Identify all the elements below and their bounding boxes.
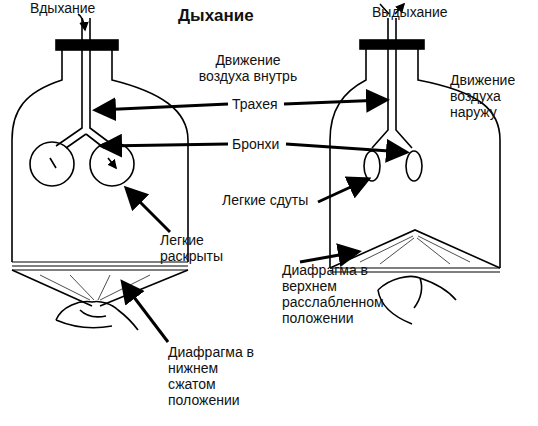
part-label: Диафрагма в верхнем расслабленном положе…	[282, 262, 386, 326]
leader-arrow	[104, 144, 228, 146]
deflated-lung	[406, 151, 422, 181]
air-arrow	[50, 158, 116, 168]
leader-arrow	[128, 190, 170, 232]
part-label: Диафрагма в нижнем сжатом положении	[168, 344, 268, 408]
diaphragm-membrane	[12, 270, 188, 306]
left-jar	[12, 14, 188, 330]
deflated-lung	[364, 151, 380, 181]
part-label: Легкие сдуты	[222, 192, 322, 208]
hand	[56, 301, 138, 330]
hand	[378, 277, 456, 325]
diagram-title: Дыхание	[178, 6, 254, 26]
stopper	[360, 40, 424, 49]
trachea-tube	[56, 18, 114, 148]
part-label: Трахея	[232, 96, 302, 112]
membrane-folds	[360, 236, 470, 264]
trachea-tube	[372, 18, 412, 148]
leader-arrow	[300, 252, 356, 262]
inhale-arrow	[78, 14, 85, 30]
airflow-label: Движение воздуха внутрь	[192, 52, 304, 84]
airflow-label: Движение воздуха наружу	[450, 72, 534, 120]
leader-arrows	[98, 100, 404, 342]
jar-glass	[12, 50, 188, 262]
leader-arrow	[286, 144, 404, 152]
exhale-label: Выдыхание	[372, 4, 482, 20]
part-label: Бронхи	[232, 136, 302, 152]
stopper	[56, 40, 118, 50]
leader-arrow	[124, 284, 168, 342]
lung-balloon	[30, 142, 74, 186]
leader-arrow	[98, 104, 228, 110]
part-label: Легкие раскрыты	[160, 232, 240, 264]
leader-arrow	[318, 180, 366, 202]
inhale-label: Вдыхание	[30, 0, 130, 16]
leader-arrow	[284, 100, 384, 104]
